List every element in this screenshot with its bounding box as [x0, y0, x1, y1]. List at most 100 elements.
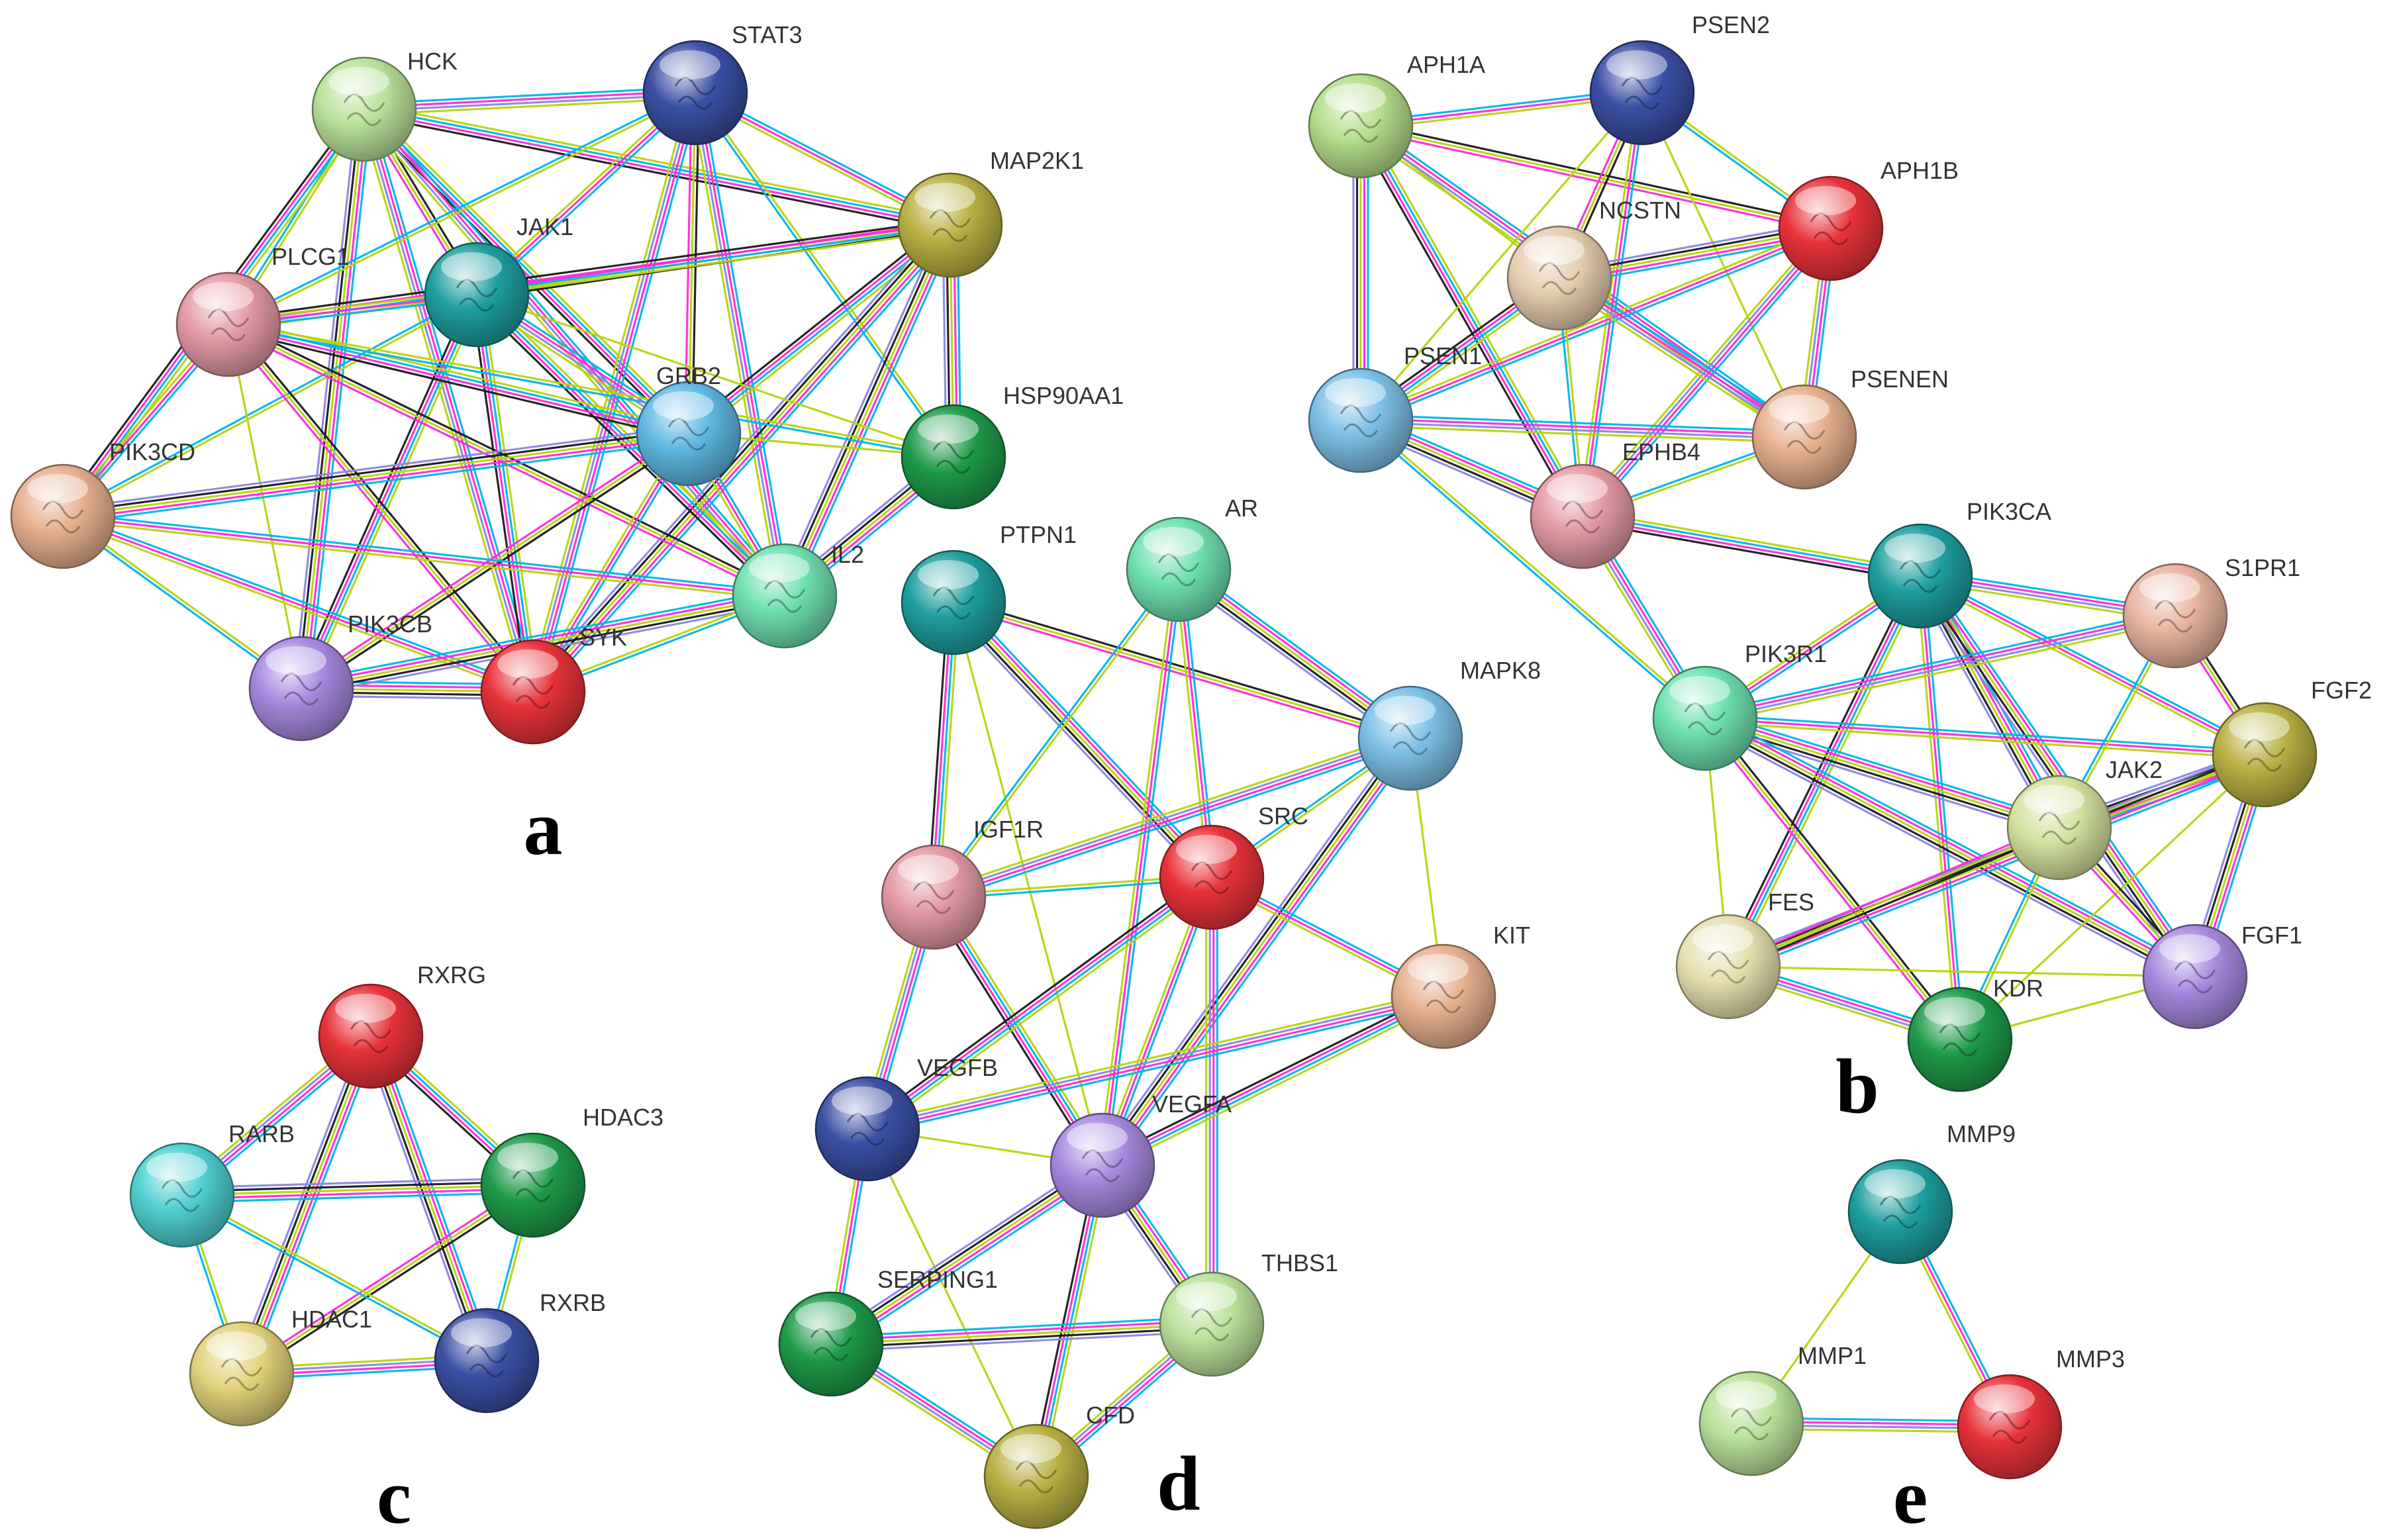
node-mmp9[interactable]: MMP9	[1847, 1120, 2016, 1265]
node-highlight	[146, 1153, 207, 1182]
node-label: VEGFA	[1152, 1090, 1232, 1118]
node-rxrb[interactable]: RXRB	[434, 1289, 606, 1414]
node-igf1r[interactable]: IGF1R	[881, 816, 1044, 950]
node-ar[interactable]: AR	[1126, 495, 1258, 622]
edge-strand	[534, 226, 954, 696]
node-s1pr1[interactable]: S1PR1	[2122, 554, 2300, 669]
edge-strand	[955, 599, 1216, 876]
node-sphere	[1357, 685, 1463, 791]
edge-strand	[1358, 125, 1583, 518]
node-ncstn[interactable]: NCSTN	[1506, 197, 1681, 331]
node-pik3cb[interactable]: PIK3CB	[248, 610, 432, 742]
node-il2[interactable]: IL2	[732, 541, 864, 649]
node-highlight	[441, 252, 502, 281]
protein-structure-icon	[1730, 1408, 1773, 1441]
node-ptpn1[interactable]: PTPN1	[901, 521, 1077, 655]
edge-strand	[828, 1161, 1102, 1343]
node-pik3ca[interactable]: PIK3CA	[1867, 498, 2051, 629]
protein-structure-icon	[1561, 501, 1604, 534]
node-rxrg[interactable]: RXRG	[318, 961, 486, 1089]
node-psen2[interactable]: PSEN2	[1589, 11, 1770, 146]
node-mapk8[interactable]: MAPK8	[1357, 657, 1541, 791]
node-sphere	[983, 1423, 1089, 1529]
node-serping1[interactable]: SERPING1	[778, 1266, 998, 1397]
edge-strand	[369, 1035, 488, 1362]
node-jak1[interactable]: JAK1	[424, 213, 573, 348]
node-kdr[interactable]: KDR	[1907, 975, 2043, 1092]
edge-jak1-hsp90aa1	[475, 293, 955, 458]
node-pik3cd[interactable]: PIK3CD	[10, 438, 195, 569]
edge-pik3r1-kdr	[1701, 714, 1964, 1043]
node-mmp3[interactable]: MMP3	[1957, 1345, 2125, 1480]
node-stat3[interactable]: STAT3	[642, 21, 803, 146]
node-label: IGF1R	[973, 816, 1044, 843]
protein-structure-icon	[220, 1358, 263, 1391]
edge-strand	[1040, 1165, 1109, 1479]
node-aph1b[interactable]: APH1B	[1778, 157, 1959, 281]
node-vegfb[interactable]: VEGFB	[814, 1054, 998, 1182]
node-highlight	[898, 855, 959, 884]
node-syk[interactable]: SYK	[480, 624, 627, 745]
node-psen1[interactable]: PSEN1	[1308, 342, 1482, 473]
node-mmp1[interactable]: MMP1	[1698, 1342, 1867, 1476]
node-highlight	[914, 183, 975, 212]
node-hdac1[interactable]: HDAC1	[189, 1306, 372, 1427]
node-rarb[interactable]: RARB	[129, 1120, 295, 1248]
node-plcg1[interactable]: PLCG1	[175, 243, 350, 377]
edge-rxrg-hdac1	[234, 1032, 379, 1378]
node-hsp90aa1[interactable]: HSP90AA1	[901, 382, 1124, 510]
node-kit[interactable]: KIT	[1391, 922, 1530, 1049]
node-label: MMP9	[1947, 1120, 2016, 1147]
node-label: PIK3R1	[1745, 640, 1827, 667]
node-map2k1[interactable]: MAP2K1	[897, 147, 1084, 278]
edge-strand	[362, 110, 952, 228]
node-highlight	[918, 414, 979, 444]
node-pik3r1[interactable]: PIK3R1	[1652, 640, 1827, 771]
edge-ptpn1-mapk8	[951, 598, 1413, 743]
edge-strand	[359, 111, 782, 601]
node-fes[interactable]: FES	[1675, 889, 1814, 1020]
node-highlight	[1176, 1282, 1237, 1311]
node-src[interactable]: SRC	[1159, 802, 1308, 930]
edge-strand	[1915, 575, 1958, 1041]
node-fgf1[interactable]: FGF1	[2142, 922, 2302, 1030]
edge-strand	[234, 1032, 366, 1372]
node-sphere	[189, 1321, 295, 1427]
edge-strand	[1033, 1163, 1102, 1478]
node-label: HSP90AA1	[1003, 382, 1124, 409]
edge-strand	[1726, 823, 2059, 965]
node-highlight	[1408, 954, 1469, 983]
edge-strand	[228, 93, 697, 328]
node-sphere	[732, 543, 838, 649]
node-highlight	[1325, 378, 1386, 407]
node-ephb4[interactable]: EPHB4	[1530, 438, 1700, 569]
node-grb2[interactable]: GRB2	[636, 362, 742, 487]
protein-structure-icon	[1191, 1308, 1233, 1341]
edge-strand	[1728, 830, 2062, 971]
edge-strand	[1580, 520, 1921, 583]
edge-strand	[362, 86, 697, 105]
edge-strand	[367, 104, 694, 431]
protein-structure-icon	[932, 587, 975, 620]
node-sphere	[434, 1308, 540, 1414]
edge-strand	[358, 109, 529, 695]
node-highlight	[1884, 534, 1945, 563]
node-thbs1[interactable]: THBS1	[1159, 1249, 1338, 1377]
node-cfd[interactable]: CFD	[983, 1402, 1135, 1529]
node-hdac3[interactable]: HDAC3	[480, 1104, 663, 1238]
node-fgf2[interactable]: FGF2	[2212, 677, 2372, 808]
edge-strand	[240, 1184, 534, 1375]
edge-strand	[1727, 965, 2196, 978]
node-vegfa[interactable]: VEGFA	[1050, 1090, 1232, 1218]
node-psenen[interactable]: PSENEN	[1751, 365, 1949, 490]
node-highlight	[1692, 924, 1753, 953]
node-highlight	[193, 282, 254, 311]
edge-strand	[931, 567, 1179, 897]
node-jak2[interactable]: JAK2	[2006, 756, 2163, 881]
node-hck[interactable]: HCK	[311, 48, 458, 162]
node-highlight	[1795, 186, 1856, 215]
edge-strand	[363, 89, 697, 109]
protein-structure-icon	[674, 77, 716, 110]
node-aph1a[interactable]: APH1A	[1308, 51, 1485, 179]
